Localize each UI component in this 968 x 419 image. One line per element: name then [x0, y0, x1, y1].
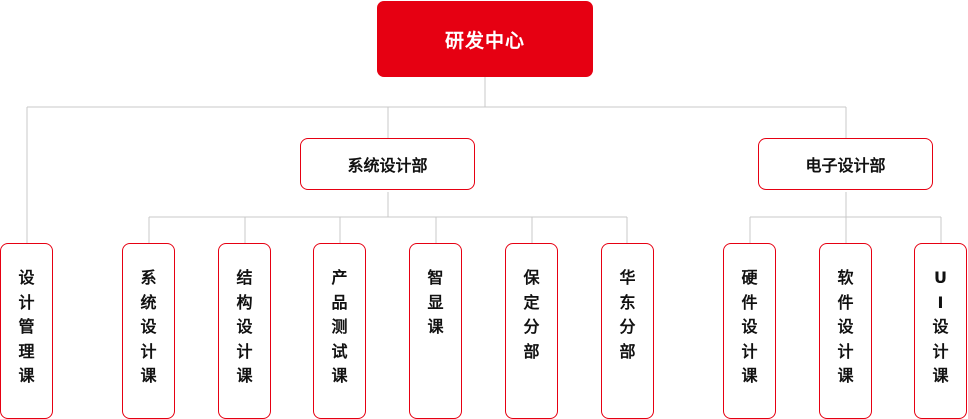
- root-node-rd-center: 研发中心: [377, 1, 593, 77]
- section-node-east-china-branch: 华 东 分 部: [601, 243, 654, 419]
- section-node-product-testing: 产 品 测 试 课: [313, 243, 366, 419]
- section-node-baoding-branch: 保 定 分 部: [505, 243, 558, 419]
- section-node-label: 系 统 设 计 课: [140, 268, 157, 385]
- section-node-smart-display: 智 显 课: [409, 243, 462, 419]
- section-node-hardware-design: 硬 件 设 计 课: [723, 243, 776, 419]
- section-node-label: 设 计 管 理 课: [18, 268, 35, 385]
- root-node-label: 研发中心: [444, 29, 525, 52]
- section-node-structure-design: 结 构 设 计 课: [218, 243, 271, 419]
- section-node-software-design: 软 件 设 计 课: [819, 243, 872, 419]
- section-node-label: 智 显 课: [427, 268, 444, 336]
- dept-node-electronic-design: 电子设计部: [758, 138, 933, 190]
- section-node-design-management: 设 计 管 理 课: [0, 243, 53, 419]
- section-node-label: 华 东 分 部: [619, 268, 636, 361]
- section-node-label: 结 构 设 计 课: [236, 268, 253, 385]
- section-node-label: U I 设 计 课: [932, 268, 949, 385]
- section-node-system-design: 系 统 设 计 课: [122, 243, 175, 419]
- section-node-label: 硬 件 设 计 课: [741, 268, 758, 385]
- dept-node-label: 电子设计部: [805, 156, 886, 175]
- section-node-ui-design: U I 设 计 课: [914, 243, 967, 419]
- dept-node-label: 系统设计部: [347, 156, 428, 175]
- section-node-label: 软 件 设 计 课: [837, 268, 854, 385]
- section-node-label: 保 定 分 部: [523, 268, 540, 361]
- section-node-label: 产 品 测 试 课: [331, 268, 348, 385]
- dept-node-system-design: 系统设计部: [300, 138, 475, 190]
